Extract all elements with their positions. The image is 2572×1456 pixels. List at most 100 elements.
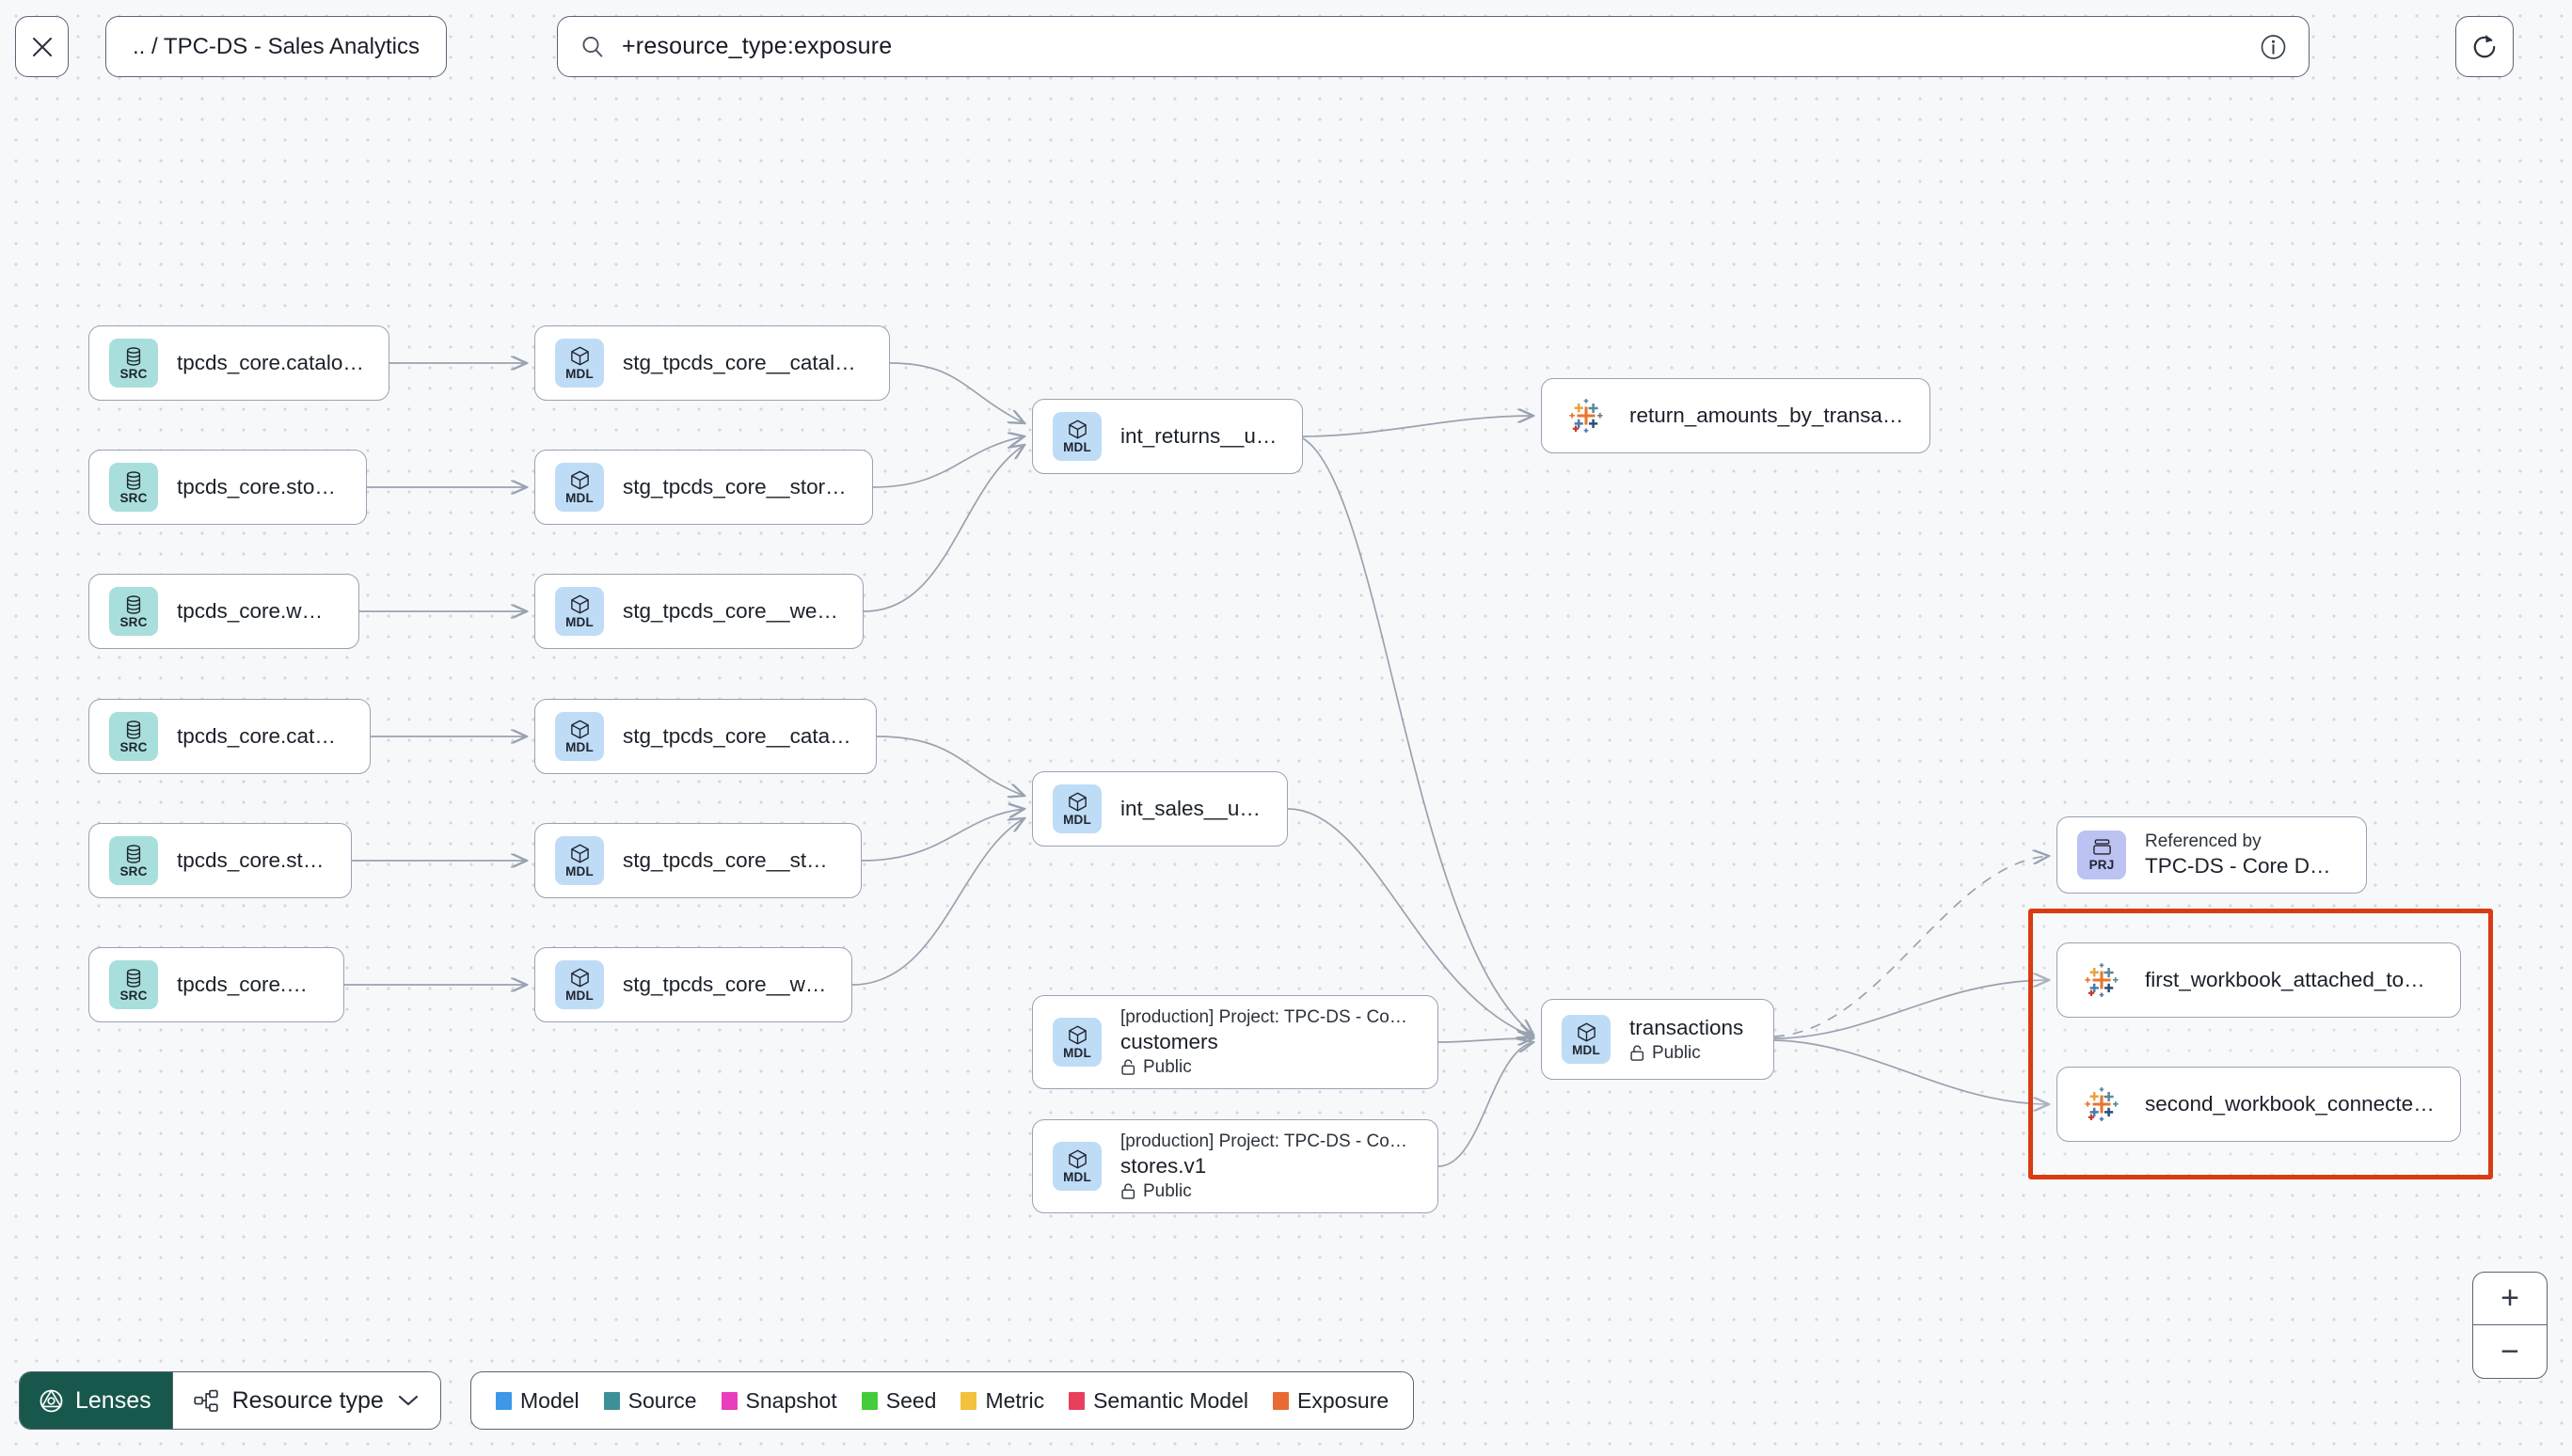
search-query-text: +resource_type:exposure — [622, 33, 893, 59]
legend-label: Snapshot — [745, 1387, 837, 1413]
refresh-icon — [2473, 34, 2496, 57]
cube-icon: MDL — [555, 587, 604, 636]
graph-node-src_store_returns[interactable]: SRC tpcds_core.store_returns — [88, 450, 367, 525]
zoom-in-button[interactable]: + — [2473, 1273, 2547, 1325]
search-icon — [579, 33, 607, 61]
resource-type-dropdown[interactable]: Resource type — [171, 1372, 440, 1429]
legend-label: Model — [520, 1387, 579, 1413]
database-icon: SRC — [109, 712, 158, 761]
breadcrumb-label: .. / TPC-DS - Sales Analytics — [133, 33, 420, 59]
node-subtitle: [production] Project: TPC-DS - Core Data… — [1120, 1006, 1413, 1027]
node-title: tpcds_core.store_returns — [177, 475, 341, 499]
unlock-icon — [1120, 1182, 1136, 1200]
plus-icon: + — [2501, 1280, 2519, 1316]
graph-node-second_workbook[interactable]: second_workbook_connected_to_live… — [2056, 1067, 2461, 1142]
node-visibility-label: Public — [1143, 1056, 1192, 1077]
graph-canvas[interactable]: SRCtpcds_core.catalog_returnsSRCtpcds_co… — [0, 111, 2572, 1456]
node-body: stg_tpcds_core__store_returns — [623, 475, 861, 499]
legend-item-semantic-model[interactable]: Semantic Model — [1069, 1388, 1248, 1414]
node-body: return_amounts_by_transaction_type — [1629, 404, 1918, 428]
cube-icon: MDL — [1053, 412, 1102, 461]
node-badge-code: SRC — [119, 614, 148, 629]
legend-item-source[interactable]: Source — [603, 1388, 697, 1414]
refresh-button[interactable] — [2455, 16, 2514, 77]
zoom-controls: + − — [2472, 1272, 2548, 1379]
node-title: return_amounts_by_transaction_type — [1629, 404, 1905, 427]
node-title: customers — [1120, 1029, 1218, 1053]
node-title: tpcds_core.web_returns — [177, 599, 334, 623]
graph-node-stores_v1[interactable]: MDL[production] Project: TPC-DS - Core D… — [1032, 1119, 1438, 1213]
legend-swatch — [721, 1391, 738, 1410]
info-icon[interactable] — [2259, 32, 2288, 61]
lenses-button[interactable]: Lenses — [20, 1372, 172, 1429]
node-visibility: Public — [1629, 1043, 1749, 1064]
legend-item-metric[interactable]: Metric — [961, 1388, 1044, 1414]
node-body: [production] Project: TPC-DS - Core Data… — [1120, 1007, 1426, 1078]
legend-label: Seed — [885, 1387, 937, 1413]
search-input[interactable]: +resource_type:exposure — [557, 16, 2310, 77]
node-title: stg_tpcds_core__store_sales — [623, 848, 836, 872]
database-icon: SRC — [109, 836, 158, 885]
close-button[interactable] — [15, 16, 69, 77]
close-icon — [32, 37, 52, 56]
node-badge-code: SRC — [119, 988, 148, 1003]
node-title: stores.v1 — [1120, 1153, 1207, 1178]
legend-item-seed[interactable]: Seed — [861, 1387, 937, 1414]
graph-node-src_web_sales[interactable]: SRC tpcds_core.web_sales — [88, 947, 344, 1022]
node-visibility: Public — [1120, 1181, 1413, 1202]
node-badge-code: SRC — [119, 490, 148, 505]
graph-edges — [344, 111, 2572, 1167]
hierarchy-icon — [194, 1389, 219, 1413]
cube-icon: MDL — [1562, 1015, 1611, 1064]
node-body: stg_tpcds_core__catalog_sales — [623, 724, 865, 749]
node-subtitle: [production] Project: TPC-DS - Core Data… — [1120, 1131, 1413, 1151]
zoom-out-button[interactable]: − — [2473, 1325, 2547, 1378]
node-title: tpcds_core.catalog_sales — [177, 724, 345, 748]
legend-item-model[interactable]: Model — [496, 1388, 579, 1414]
node-title: second_workbook_connected_to_live… — [2145, 1092, 2436, 1116]
legend-swatch — [1069, 1391, 1086, 1410]
header-bar: .. / TPC-DS - Sales Analytics +resource_… — [0, 0, 2572, 111]
project-icon: PRJ — [2077, 831, 2126, 879]
node-visibility: Public — [1120, 1057, 1413, 1078]
legend-item-snapshot[interactable]: Snapshot — [721, 1387, 837, 1414]
node-body: tpcds_core.web_returns — [177, 599, 347, 624]
cube-icon: MDL — [1053, 784, 1102, 833]
resource-type-label: Resource type — [231, 1386, 384, 1414]
graph-node-customers[interactable]: MDL[production] Project: TPC-DS - Core D… — [1032, 995, 1438, 1089]
node-body: stg_tpcds_core__catalog_returns — [623, 351, 878, 375]
graph-node-src_web_returns[interactable]: SRC tpcds_core.web_returns — [88, 574, 359, 649]
graph-node-return_amounts[interactable]: return_amounts_by_transaction_type — [1541, 378, 1930, 453]
node-title: transactions — [1629, 1015, 1744, 1039]
node-body: tpcds_core.web_sales — [177, 973, 332, 997]
graph-node-src_catalog_sales[interactable]: SRC tpcds_core.catalog_sales — [88, 699, 371, 774]
chevron-down-icon — [397, 1393, 420, 1408]
graph-node-int_sales_unioned[interactable]: MDL int_sales__unioned — [1032, 771, 1288, 847]
node-body: stg_tpcds_core__store_sales — [623, 848, 849, 873]
database-icon: SRC — [109, 960, 158, 1009]
node-badge-code: MDL — [1063, 813, 1091, 828]
graph-node-first_workbook[interactable]: first_workbook_attached_to_tpc-ds_-_… — [2056, 942, 2461, 1018]
node-title: int_sales__unioned — [1120, 797, 1262, 820]
lens-control-group: Lenses Resource type — [19, 1371, 441, 1430]
breadcrumb[interactable]: .. / TPC-DS - Sales Analytics — [105, 16, 447, 77]
legend-item-exposure[interactable]: Exposure — [1273, 1388, 1389, 1414]
node-body: second_workbook_connected_to_live… — [2145, 1092, 2449, 1116]
node-body: tpcds_core.store_returns — [177, 475, 355, 499]
tableau-icon — [2077, 956, 2126, 1005]
node-badge-code: MDL — [565, 989, 594, 1004]
legend-swatch — [603, 1391, 620, 1410]
node-title: tpcds_core.web_sales — [177, 973, 319, 996]
